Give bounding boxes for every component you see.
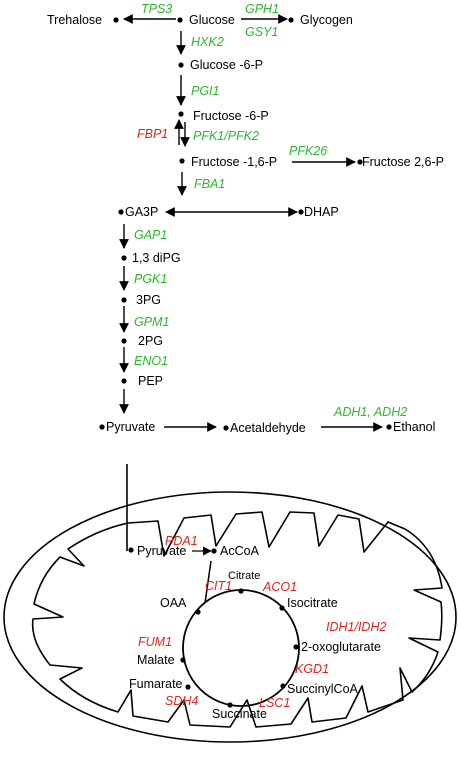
metabolite-pyruvate: Pyruvate [106, 420, 155, 434]
metabolite-3pg: 3PG [136, 293, 161, 307]
metabolite-ethanol: Ethanol [393, 420, 435, 434]
metabolite-fumarate: Fumarate [129, 677, 183, 691]
enzyme-gsy1: GSY1 [245, 25, 278, 39]
accoa-to-cycle-line [204, 560, 212, 604]
metabolite-glucose: Glucose [189, 13, 235, 27]
glycolysis-arrows [119, 14, 383, 432]
metabolite-isocitrate: Isocitrate [287, 596, 338, 610]
mitochondrion-outer-membrane [3, 491, 457, 743]
metabolite-glucose-6-p: Glucose -6-P [190, 58, 263, 72]
metabolite-1-3-dipg: 1,3 diPG [132, 251, 181, 265]
mitochondrion-inner-membrane [31, 511, 443, 728]
metabolite-glycogen: Glycogen [300, 13, 353, 27]
enzyme-adh1-adh2: ADH1, ADH2 [333, 405, 407, 419]
enzyme-gap1: GAP1 [134, 228, 167, 242]
metabolite-pep: PEP [138, 374, 163, 388]
enzyme-idh1-idh2: IDH1/IDH2 [326, 620, 386, 634]
enzyme-pda1: PDA1 [165, 534, 198, 548]
metabolite-citrate: Citrate [228, 570, 260, 582]
metabolite-succinate: Succinate [212, 707, 267, 721]
glycolysis-metabolites: Trehalose Glucose Glycogen Glucose -6-P … [47, 13, 444, 435]
metabolite-succinylcoa: SuccinylCoA [287, 682, 359, 696]
glycolysis-dots [99, 17, 392, 431]
metabolite-dhap: DHAP [304, 205, 339, 219]
metabolite-mito-pyruvate: Pyruvate [137, 544, 186, 558]
enzyme-gph1: GPH1 [245, 2, 279, 16]
metabolite-ga3p: GA3P [125, 205, 158, 219]
metabolite-2-oxoglutarate: 2-oxoglutarate [301, 640, 381, 654]
metabolite-fructose-6-p: Fructose -6-P [193, 109, 269, 123]
enzyme-pfk1-pfk2: PFK1/PFK2 [193, 129, 259, 143]
metabolite-oaa: OAA [160, 596, 187, 610]
enzyme-tps3: TPS3 [141, 2, 172, 16]
enzyme-fum1: FUM1 [138, 635, 172, 649]
enzyme-eno1: ENO1 [134, 354, 168, 368]
metabolite-accoa: AcCoA [220, 544, 260, 558]
enzyme-cit1: CIT1 [205, 579, 232, 593]
metabolite-fructose-1-6-p: Fructose -1,6-P [191, 155, 277, 169]
enzyme-fbp1: FBP1 [137, 127, 168, 141]
glycolysis-enzymes: TPS3 GPH1 GSY1 HXK2 PGI1 FBP1 PFK1/PFK2 … [134, 2, 407, 419]
enzyme-sdh4: SDH4 [165, 694, 198, 708]
mitochondrion [3, 464, 457, 743]
metabolite-malate: Malate [137, 653, 175, 667]
enzyme-lsc1: LSC1 [259, 696, 290, 710]
metabolite-acetaldehyde: Acetaldehyde [230, 421, 306, 435]
enzyme-pgi1: PGI1 [191, 84, 220, 98]
metabolite-trehalose: Trehalose [47, 13, 102, 27]
enzyme-kgd1: KGD1 [295, 662, 329, 676]
tca-cycle: Pyruvate AcCoA Citrate Isocitrate 2-oxog… [128, 534, 386, 721]
metabolite-fructose-2-6-p: Fructose 2,6-P [362, 155, 444, 169]
enzyme-aco1: ACO1 [262, 580, 297, 594]
metabolite-2pg: 2PG [138, 334, 163, 348]
enzyme-gpm1: GPM1 [134, 315, 169, 329]
enzyme-hxk2: HXK2 [191, 35, 224, 49]
enzyme-pgk1: PGK1 [134, 272, 167, 286]
enzyme-pfk26: PFK26 [289, 144, 327, 158]
enzyme-fba1: FBA1 [194, 177, 225, 191]
